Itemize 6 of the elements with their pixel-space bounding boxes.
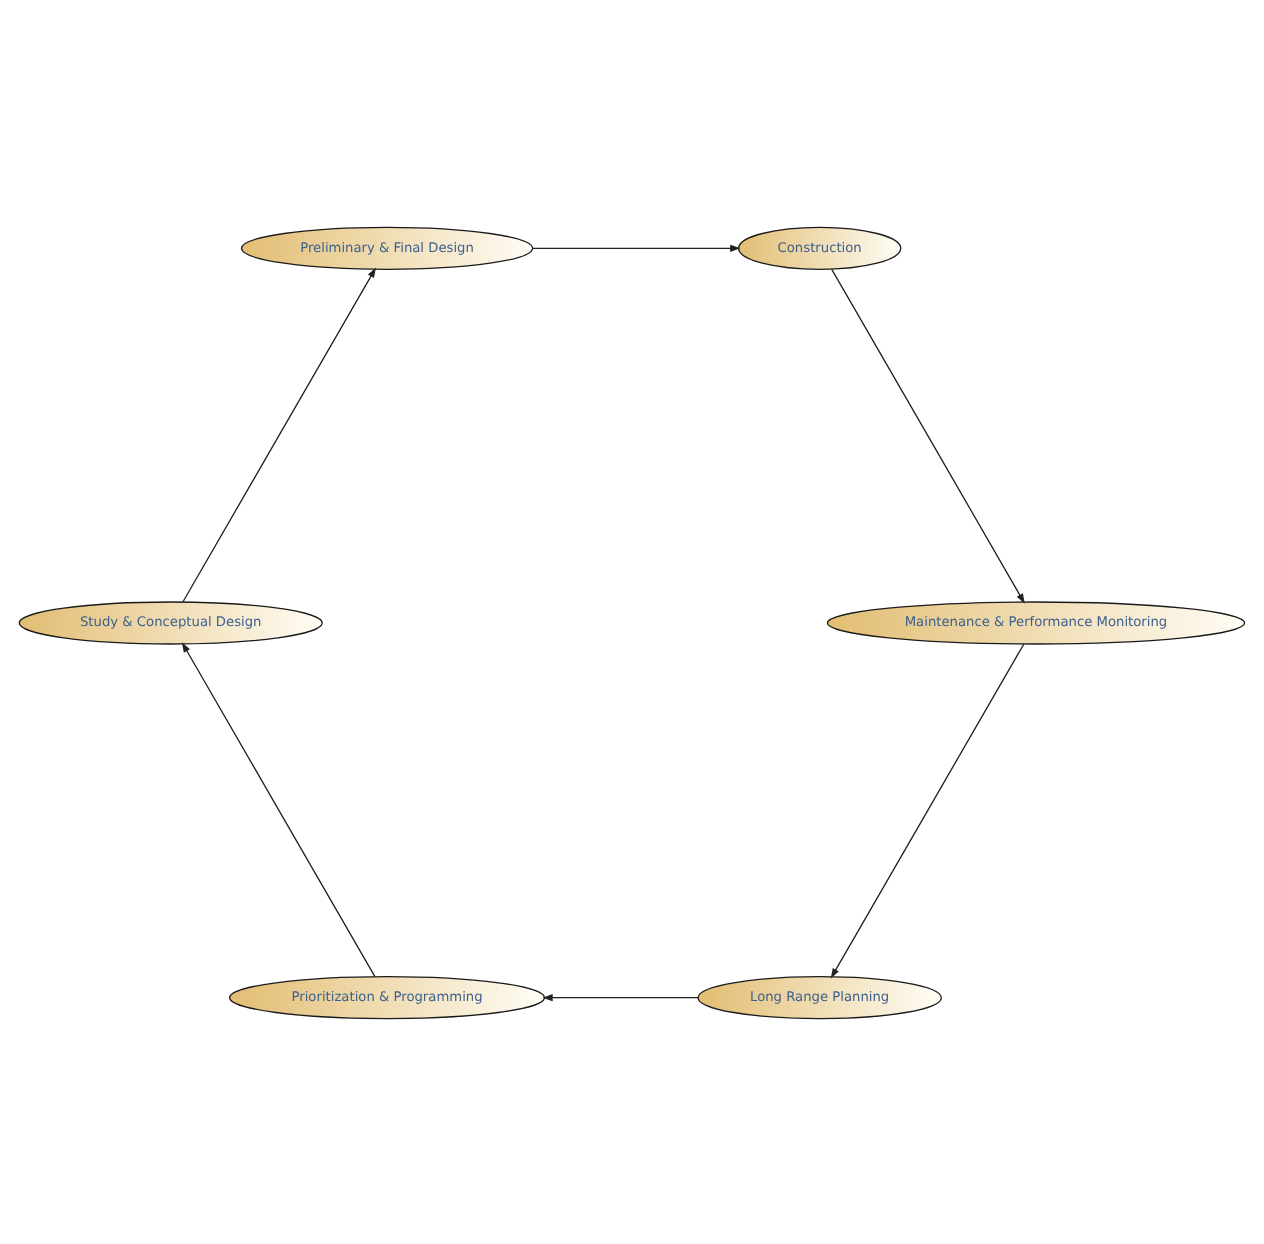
arrow xyxy=(542,993,699,1001)
arrow xyxy=(830,642,1025,978)
arrow xyxy=(531,243,741,251)
arrow xyxy=(182,266,376,602)
arrow xyxy=(181,641,376,977)
arrow xyxy=(831,267,1025,603)
